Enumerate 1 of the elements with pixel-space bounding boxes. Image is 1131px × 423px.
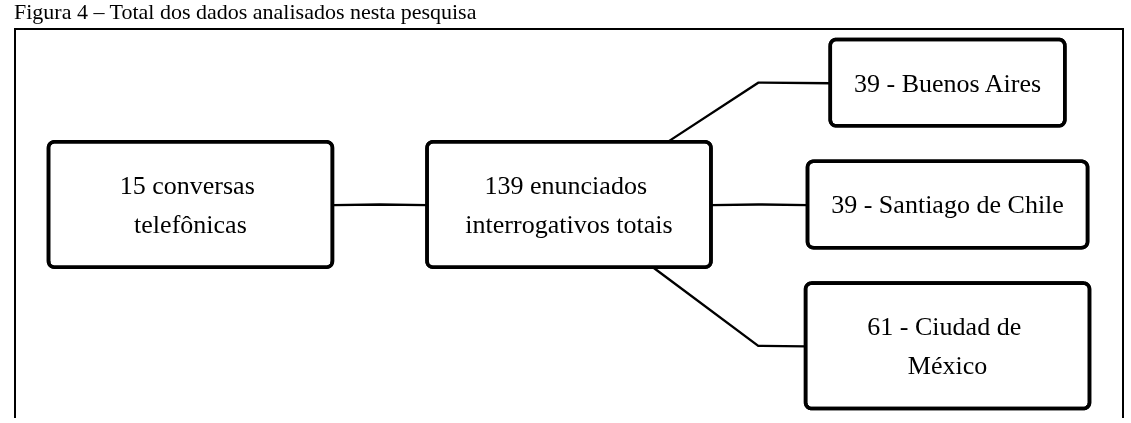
figure-title: Figura 4 – Total dos dados analisados nesta pesquisa [13,0,478,26]
